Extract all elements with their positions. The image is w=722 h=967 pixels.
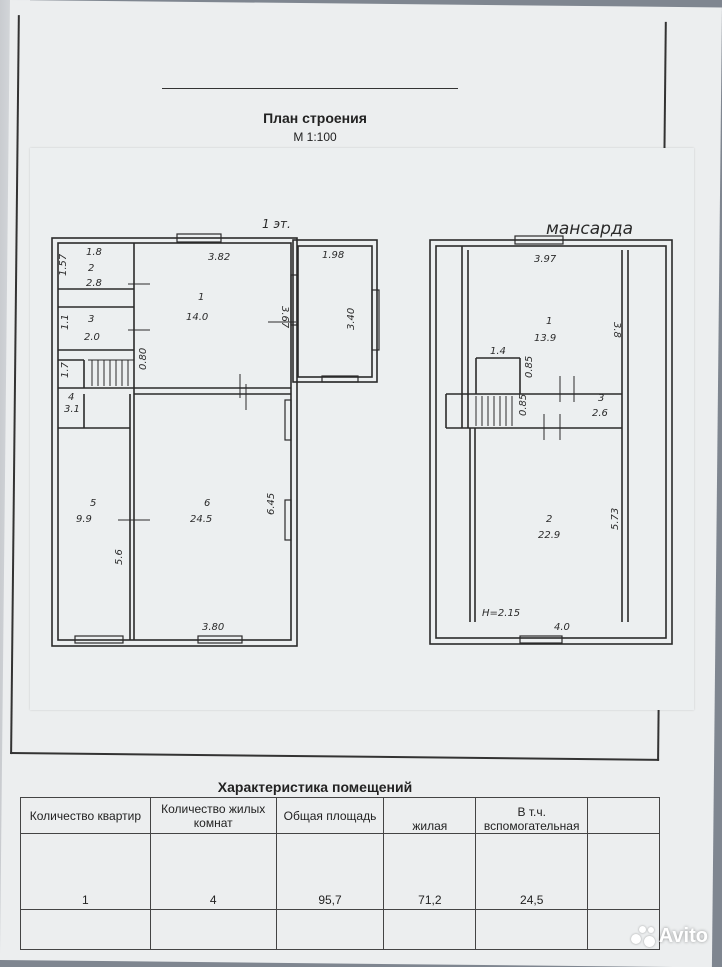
- room1-number: 1: [198, 292, 204, 303]
- scale-label: М 1:100: [293, 130, 337, 144]
- table-header-row: Количество квартир Количество жилых комн…: [20, 797, 660, 834]
- header-incl: В т.ч.: [517, 805, 546, 819]
- header-apartments: Количество квартир: [20, 797, 151, 834]
- cell-auxiliary: 24,5: [475, 833, 589, 910]
- avito-watermark: Avito: [630, 924, 708, 948]
- cell-apartments: 1: [20, 833, 151, 910]
- characteristics-table: Количество квартир Количество жилых комн…: [20, 797, 660, 950]
- attic-room1-number: 1: [546, 316, 552, 327]
- attic-room2-number: 2: [546, 514, 552, 525]
- floor-label-first: 1 эт.: [262, 217, 291, 231]
- left-plan-labels: 1 эт. 1.8 1.57 2 2.8 1.1 3 2.0 1.7 4 3.1…: [58, 217, 357, 633]
- ceiling-height: H=2.15: [482, 608, 520, 619]
- room2-side: 1.57: [58, 253, 69, 276]
- room3-number: 3: [88, 314, 94, 325]
- room4-side: 1.7: [60, 361, 71, 378]
- right-door-marks: [543, 376, 575, 440]
- room1-area: 14.0: [186, 312, 208, 323]
- cell-empty: [587, 833, 660, 910]
- stair-landing-2: 0.85: [518, 394, 529, 416]
- right-plan-labels: мансарда 3.97 3.8 1 13.9 1.4 0.85 0.85 3…: [482, 219, 633, 633]
- porch-width: 1.98: [322, 250, 344, 261]
- header-total-area: Общая площадь: [275, 797, 385, 834]
- attic-room1-height: 3.8: [611, 322, 622, 338]
- room2-number: 2: [88, 263, 94, 274]
- header-rooms: Количество жилых комнат: [149, 797, 277, 834]
- attic-room3-number: 3: [598, 393, 604, 404]
- room2-width: 1.8: [86, 247, 102, 258]
- room1-height: 3.67: [279, 306, 290, 329]
- left-windows: [74, 233, 380, 644]
- room3-area: 2.0: [84, 332, 100, 343]
- header-rule: [162, 88, 458, 89]
- room4-number: 4: [68, 392, 74, 403]
- right-windows: [514, 235, 564, 644]
- header-empty: [587, 797, 660, 834]
- room1-width: 3.82: [208, 252, 230, 263]
- room5-area: 9.9: [76, 514, 92, 525]
- characteristics-title: Характеристика помещений: [217, 779, 413, 795]
- page-title: План строения: [263, 110, 367, 126]
- floor-label-attic: мансарда: [546, 219, 633, 239]
- watermark-text: Avito: [658, 924, 708, 947]
- left-stairs: [88, 359, 134, 386]
- table-row: 1 4 95,7 71,2 24,5: [20, 833, 660, 910]
- attic-room2-width: 4.0: [554, 622, 570, 633]
- stair-width: 1.4: [490, 346, 506, 357]
- table-row-empty: [20, 909, 660, 950]
- cell-total-area: 95,7: [275, 833, 385, 910]
- room3-side: 1.1: [60, 314, 71, 330]
- attic-room1-area: 13.9: [534, 333, 556, 344]
- attic-room3-area: 2.6: [592, 408, 608, 419]
- room4-area: 3.1: [64, 404, 80, 415]
- room6-number: 6: [204, 498, 210, 509]
- right-stairs: [475, 396, 513, 426]
- left-door-marks: [118, 283, 296, 521]
- header-auxiliary-label: вспомогательная: [483, 819, 580, 833]
- avito-logo-icon: [630, 924, 655, 948]
- room2-area: 2.8: [86, 278, 102, 289]
- cell-living: 71,2: [383, 833, 477, 910]
- attic-room1-width: 3.97: [534, 254, 557, 265]
- header-auxiliary: В т.ч. вспомогательная: [475, 797, 589, 834]
- room6-area: 24.5: [190, 514, 212, 525]
- room6-width: 3.80: [202, 622, 224, 633]
- attic-room2-area: 22.9: [538, 530, 560, 541]
- floor-plan-drawing: [30, 148, 694, 710]
- room6-height: 6.45: [266, 493, 277, 515]
- room5-number: 5: [90, 498, 96, 509]
- right-plan-walls: [429, 239, 673, 645]
- room1-door: 0.80: [138, 348, 149, 370]
- room5-height: 5.6: [114, 549, 125, 565]
- cell-rooms: 4: [149, 833, 277, 910]
- left-plan-walls: [51, 237, 378, 647]
- header-living: жилая: [383, 797, 477, 834]
- attic-room2-height: 5.73: [610, 508, 621, 530]
- porch-height: 3.40: [346, 308, 357, 330]
- stair-landing-1: 0.85: [524, 356, 535, 378]
